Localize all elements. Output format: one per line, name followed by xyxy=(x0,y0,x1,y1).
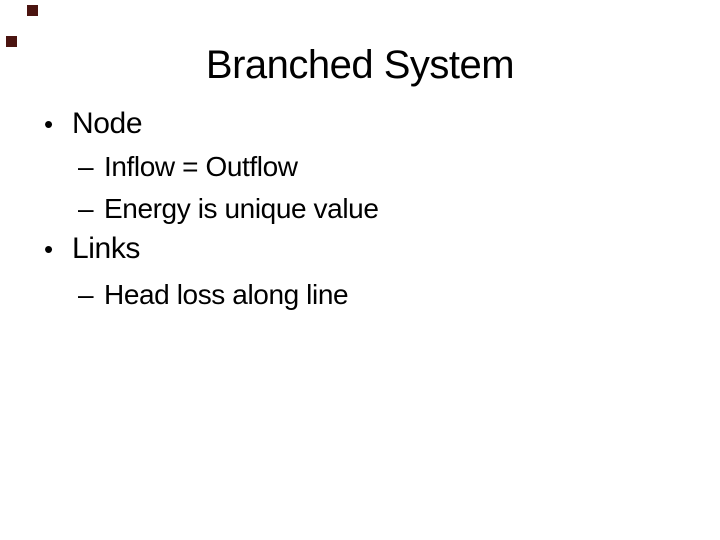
decorative-corner-square-1 xyxy=(27,5,38,16)
bullet-marker: • xyxy=(44,109,54,139)
sub-bullet-item-head-loss: – Head loss along line xyxy=(78,279,349,310)
sub-bullet-text: Energy is unique value xyxy=(104,193,379,224)
bullet-text: Links xyxy=(72,232,141,265)
sub-bullet-text: Inflow = Outflow xyxy=(104,151,298,182)
bullet-text: Node xyxy=(72,107,143,140)
decorative-corner-square-2 xyxy=(6,36,17,47)
sub-bullet-item-energy-unique: – Energy is unique value xyxy=(78,195,379,223)
sub-bullet-item-inflow-outflow: – Inflow = Outflow xyxy=(78,153,298,181)
bullet-item-links: • Links xyxy=(44,234,140,264)
bullet-item-node: • Node xyxy=(44,107,143,140)
bullet-marker: • xyxy=(44,234,54,264)
dash-marker: – xyxy=(78,151,94,182)
slide-title: Branched System xyxy=(205,43,515,87)
dash-marker: – xyxy=(78,193,94,224)
sub-bullet-text: Head loss along line xyxy=(104,279,349,310)
dash-marker: – xyxy=(78,279,94,310)
